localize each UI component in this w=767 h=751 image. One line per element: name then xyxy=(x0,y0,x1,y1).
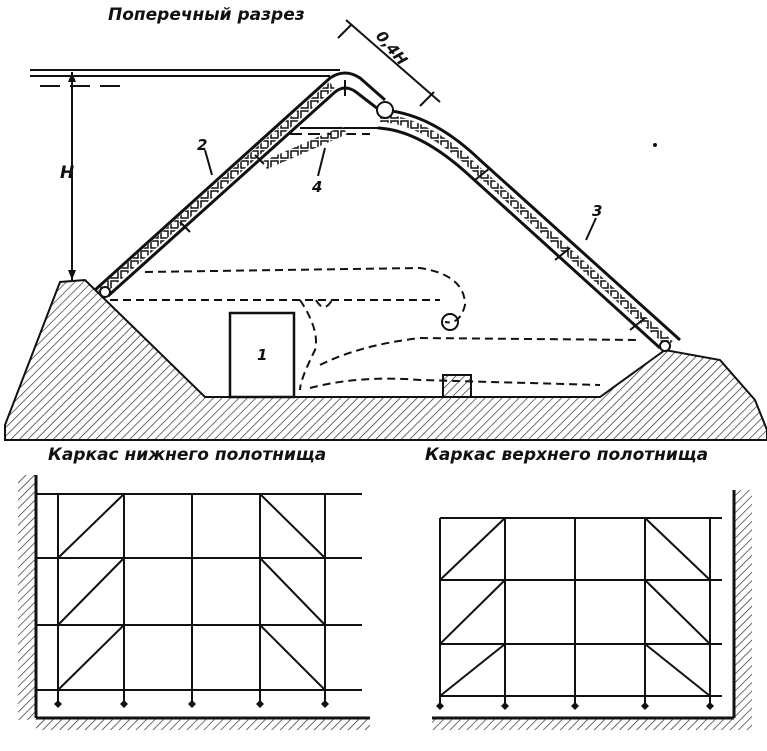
lower-membrane xyxy=(93,71,386,298)
callout-1: 1 xyxy=(257,346,267,364)
callout-2: 2 xyxy=(197,136,207,154)
upper-frame-title: Каркас верхнего полотнища xyxy=(425,445,708,465)
height-label: H xyxy=(60,163,74,183)
top-dimension: 0,4H xyxy=(337,19,441,107)
upper-membrane xyxy=(377,108,682,350)
struts xyxy=(99,80,671,352)
height-dimension: H xyxy=(60,72,76,280)
callout-4: 4 xyxy=(311,178,322,196)
base-block xyxy=(442,374,472,398)
lowered-position xyxy=(110,266,641,391)
section-title: Поперечный разрез xyxy=(108,5,305,25)
lower-frame-title: Каркас нижнего полотнища xyxy=(48,445,326,465)
cross-section: Поперечный разрез H 0,4H xyxy=(4,5,767,441)
tie-chain xyxy=(263,125,347,170)
ground xyxy=(4,278,767,441)
gate-1 xyxy=(228,311,296,399)
lower-frame xyxy=(18,475,370,730)
callout-3: 3 xyxy=(592,202,602,220)
upper-frame xyxy=(432,490,752,730)
